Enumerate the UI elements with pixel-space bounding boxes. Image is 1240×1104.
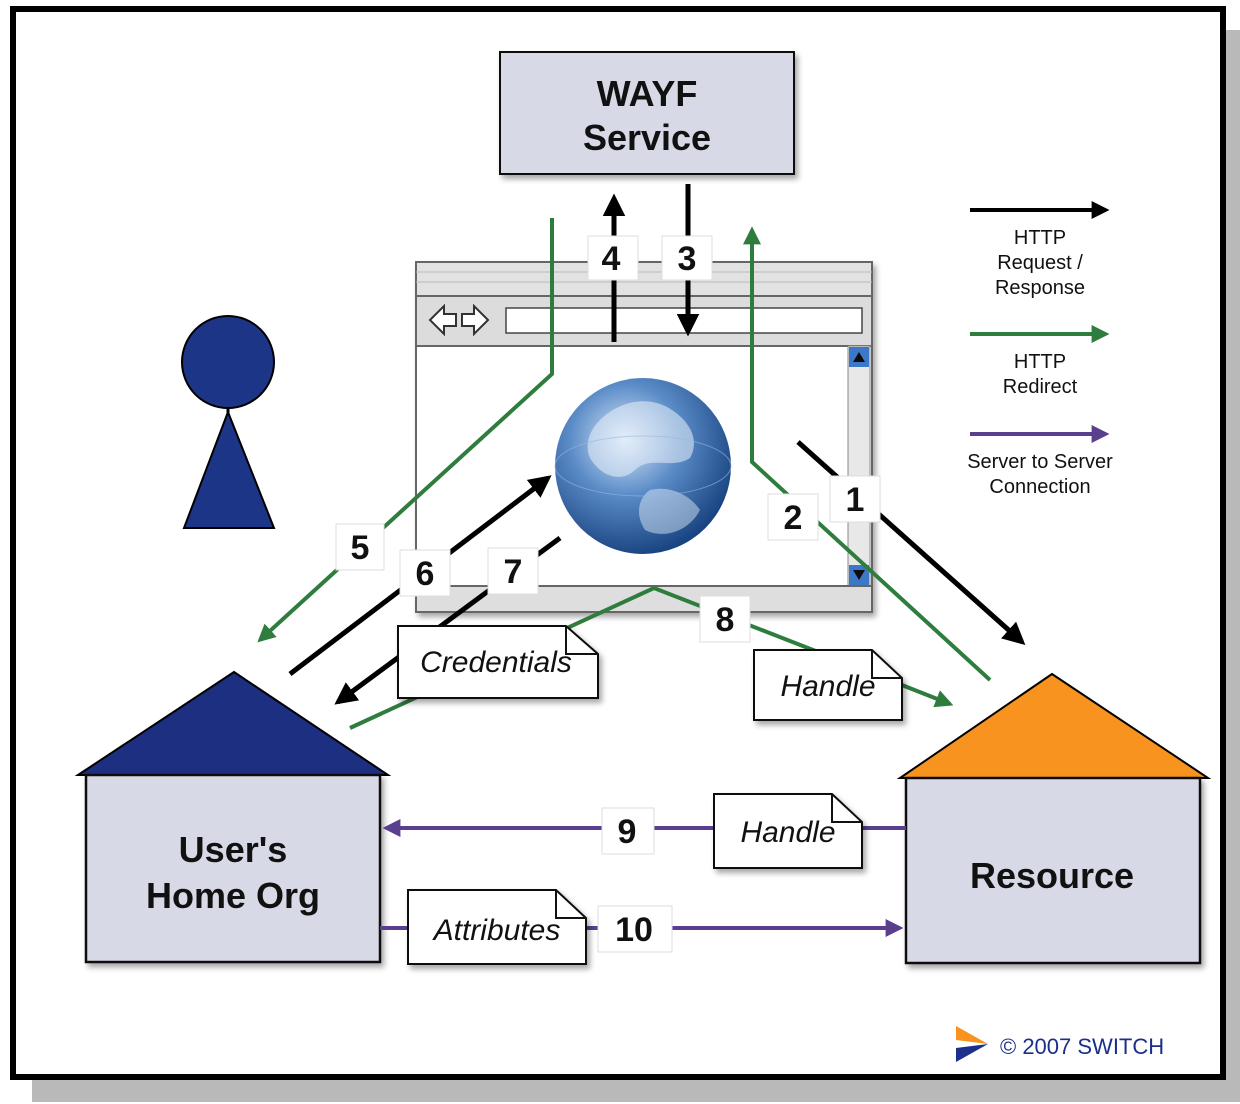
legend-request-line3: Response [995, 277, 1085, 299]
wayf-service-node: WAYF Service [499, 51, 795, 175]
browser-statusbar [415, 585, 873, 613]
home-org-node: User's Home Org [74, 670, 392, 964]
legend-server-line1: Server to Server [967, 451, 1113, 473]
resource-node: Resource [896, 672, 1212, 965]
handle-redirect-label: Handle [780, 670, 875, 703]
arrow-step-1 [796, 440, 1026, 645]
svg-text:1: 1 [846, 481, 865, 519]
home-org-roof [74, 670, 392, 776]
attributes-label: Attributes [432, 914, 561, 947]
handle-redirect-document: Handle [753, 649, 903, 721]
svg-text:9: 9 [618, 813, 637, 851]
step-label-9: 9 [601, 807, 655, 855]
home-org-box [84, 773, 382, 964]
legend-http-redirect: HTTP Redirect [970, 325, 1110, 398]
svg-text:4: 4 [602, 240, 621, 278]
step-label-5: 5 [335, 523, 385, 571]
forward-arrow-icon[interactable] [461, 303, 490, 337]
legend-server-connection: Server to Server Connection [967, 425, 1113, 498]
legend-server-line2: Connection [989, 476, 1090, 498]
handle-server-document: Handle [713, 793, 863, 869]
step-label-10: 10 [597, 905, 673, 953]
resource-title: Resource [970, 855, 1134, 896]
step-label-4: 4 [587, 235, 639, 281]
resource-roof [896, 672, 1212, 779]
svg-text:3: 3 [678, 240, 697, 278]
back-arrow-icon[interactable] [428, 303, 457, 337]
step-label-7: 7 [487, 547, 539, 595]
home-org-title-line2: Home Org [146, 875, 320, 916]
svg-text:7: 7 [504, 553, 523, 591]
step-label-3: 3 [661, 235, 713, 281]
step-label-8: 8 [699, 595, 751, 643]
credentials-label: Credentials [420, 646, 572, 679]
person-icon [181, 315, 276, 529]
browser-titlebar [415, 261, 873, 297]
copyright: © 2007 SWITCH [956, 1026, 1164, 1062]
svg-text:2: 2 [784, 499, 803, 537]
step-labels: 1 2 3 4 5 6 7 8 [335, 235, 881, 953]
credentials-document: Credentials [397, 625, 599, 699]
scrollbar[interactable] [847, 345, 871, 587]
svg-text:8: 8 [716, 601, 735, 639]
scroll-up-icon [853, 352, 865, 362]
step-label-2: 2 [767, 493, 819, 541]
legend-http-request: HTTP Request / Response [970, 201, 1110, 299]
svg-text:6: 6 [416, 555, 435, 593]
svg-text:5: 5 [351, 529, 370, 567]
scroll-down-icon [853, 570, 865, 580]
step-label-1: 1 [829, 475, 881, 523]
address-bar[interactable] [505, 307, 863, 334]
legend-redirect-line1: HTTP [1014, 351, 1066, 373]
copyright-text: © 2007 SWITCH [1000, 1034, 1164, 1059]
step-label-6: 6 [399, 549, 451, 597]
legend-redirect-line2: Redirect [1003, 376, 1078, 398]
handle-server-label: Handle [740, 816, 835, 849]
attributes-document: Attributes [407, 889, 587, 965]
wayf-box [499, 51, 795, 175]
switch-logo-icon [956, 1026, 988, 1044]
resource-box [904, 776, 1202, 965]
legend: HTTP Request / Response HTTP Redirect Se… [967, 201, 1113, 498]
arrow-step-2 [743, 226, 992, 682]
svg-text:10: 10 [615, 911, 653, 949]
wayf-title-line2: Service [583, 117, 711, 158]
globe-icon [554, 378, 732, 554]
wayf-title-line1: WAYF [597, 73, 698, 114]
legend-request-line1: HTTP [1014, 227, 1066, 249]
home-org-title-line1: User's [179, 829, 288, 870]
legend-request-line2: Request / [997, 252, 1083, 274]
